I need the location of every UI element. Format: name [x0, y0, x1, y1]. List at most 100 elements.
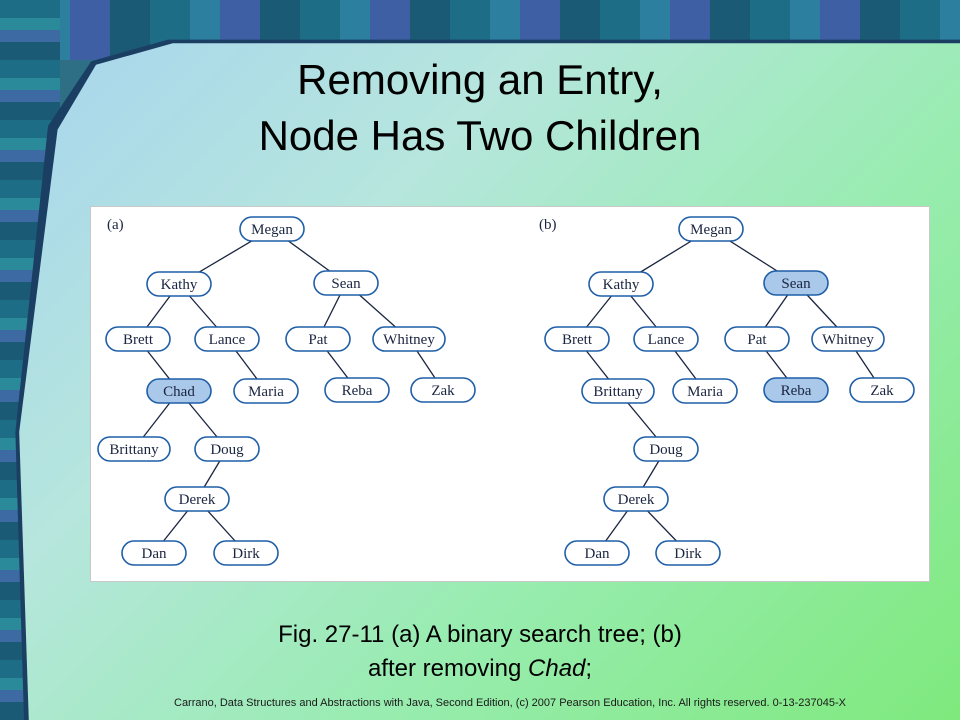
- node-shape: [213, 540, 279, 566]
- node-label: Zak: [431, 383, 455, 399]
- node-label: Brittany: [593, 384, 643, 400]
- caption-line-2: after removing Chad;: [150, 652, 810, 686]
- node-label: Reba: [342, 383, 373, 399]
- node-doug: Doug: [633, 436, 699, 462]
- node-shape: [724, 326, 790, 352]
- node-kathy: Kathy: [146, 271, 212, 297]
- node-shape: [233, 378, 299, 404]
- node-shape: [285, 326, 351, 352]
- node-shape: [763, 377, 829, 403]
- caption-prefix: after removing: [367, 655, 529, 682]
- node-shape: [372, 326, 446, 352]
- caption-suffix: ;: [585, 655, 593, 682]
- node-shape: [544, 326, 610, 352]
- node-kathy: Kathy: [588, 271, 654, 297]
- node-shape: [239, 216, 305, 242]
- node-label: Doug: [210, 442, 244, 458]
- node-shape: [564, 540, 630, 566]
- node-label: Dan: [585, 546, 610, 562]
- caption-line-1: Fig. 27-11 (a) A binary search tree; (b): [278, 621, 682, 648]
- node-label: Dan: [142, 546, 167, 562]
- node-label: Sean: [331, 276, 361, 292]
- node-label: Lance: [209, 332, 246, 348]
- node-dirk: Dirk: [213, 540, 279, 566]
- node-shape: [324, 377, 390, 403]
- node-label: Reba: [781, 383, 812, 399]
- node-shape: [588, 271, 654, 297]
- node-shape: [633, 436, 699, 462]
- node-pat: Pat: [724, 326, 790, 352]
- node-shape: [603, 486, 669, 512]
- node-label: Pat: [308, 332, 328, 348]
- node-label: Dirk: [674, 546, 702, 562]
- node-whitney: Whitney: [811, 326, 885, 352]
- node-label: Maria: [248, 384, 284, 400]
- node-shape: [313, 270, 379, 296]
- node-pat: Pat: [285, 326, 351, 352]
- node-shape: [633, 326, 699, 352]
- slide-title: Removing an Entry, Node Has Two Children: [150, 52, 810, 164]
- node-brett: Brett: [544, 326, 610, 352]
- node-label: Sean: [781, 276, 811, 292]
- node-label: Brett: [562, 332, 593, 348]
- node-doug: Doug: [194, 436, 260, 462]
- node-brittany: Brittany: [581, 378, 655, 404]
- panel-label: (a): [107, 217, 124, 233]
- node-label: Megan: [251, 222, 293, 238]
- node-shape: [146, 271, 212, 297]
- node-label: Brett: [123, 332, 154, 348]
- node-brett: Brett: [105, 326, 171, 352]
- node-megan: Megan: [239, 216, 305, 242]
- node-label: Whitney: [822, 332, 874, 348]
- node-shape: [194, 326, 260, 352]
- node-label: Kathy: [161, 277, 198, 293]
- caption-italic-name: Chad: [528, 655, 586, 682]
- node-reba: Reba: [324, 377, 390, 403]
- node-zak: Zak: [849, 377, 915, 403]
- node-label: Chad: [163, 384, 195, 400]
- node-lance: Lance: [194, 326, 260, 352]
- node-label: Zak: [870, 383, 894, 399]
- node-dan: Dan: [121, 540, 187, 566]
- node-label: Derek: [179, 492, 216, 508]
- node-chad: Chad: [146, 378, 212, 404]
- node-shape: [164, 486, 230, 512]
- node-label: Dirk: [232, 546, 260, 562]
- node-shape: [410, 377, 476, 403]
- node-maria: Maria: [672, 378, 738, 404]
- node-label: Lance: [648, 332, 685, 348]
- node-shape: [655, 540, 721, 566]
- node-maria: Maria: [233, 378, 299, 404]
- node-dirk: Dirk: [655, 540, 721, 566]
- node-shape: [121, 540, 187, 566]
- node-whitney: Whitney: [372, 326, 446, 352]
- figure-caption: Fig. 27-11 (a) A binary search tree; (b)…: [150, 618, 810, 686]
- node-label: Maria: [687, 384, 723, 400]
- title-line-1: Removing an Entry,: [297, 56, 663, 103]
- node-label: Brittany: [109, 442, 159, 458]
- copyright-footer: Carrano, Data Structures and Abstraction…: [174, 697, 846, 709]
- node-label: Doug: [649, 442, 683, 458]
- node-label: Derek: [618, 492, 655, 508]
- node-sean: Sean: [763, 270, 829, 296]
- node-shape: [672, 378, 738, 404]
- node-label: Whitney: [383, 332, 435, 348]
- title-line-2: Node Has Two Children: [258, 112, 702, 159]
- node-zak: Zak: [410, 377, 476, 403]
- node-label: Kathy: [603, 277, 640, 293]
- node-reba: Reba: [763, 377, 829, 403]
- node-megan: Megan: [678, 216, 744, 242]
- node-brittany: Brittany: [97, 436, 171, 462]
- node-shape: [763, 270, 829, 296]
- panel-label: (b): [539, 217, 557, 233]
- node-label: Megan: [690, 222, 732, 238]
- node-shape: [678, 216, 744, 242]
- node-shape: [194, 436, 260, 462]
- node-derek: Derek: [603, 486, 669, 512]
- node-shape: [105, 326, 171, 352]
- node-shape: [849, 377, 915, 403]
